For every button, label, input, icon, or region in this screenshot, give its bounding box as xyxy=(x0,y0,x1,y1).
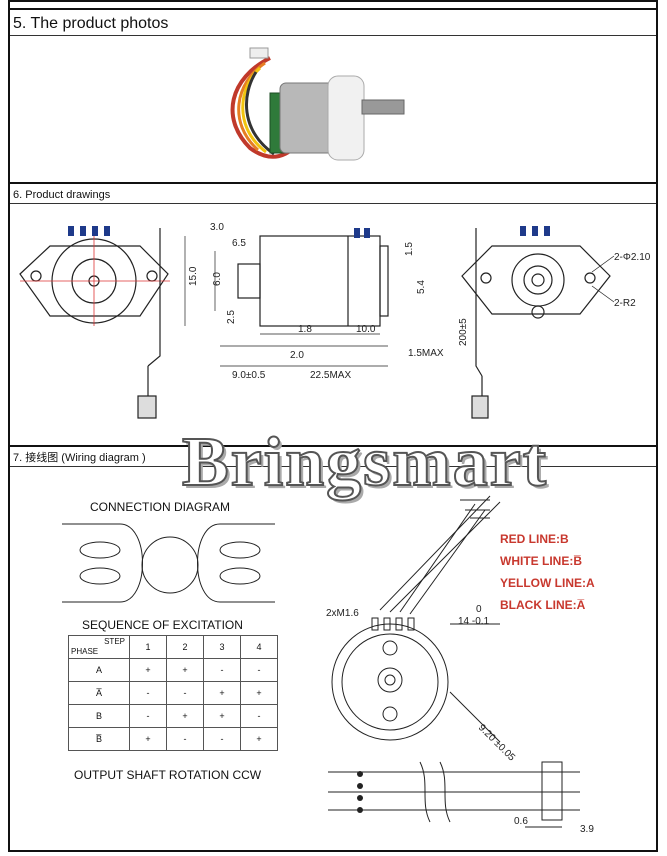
table-cell: - xyxy=(240,658,278,682)
table-cell: - xyxy=(129,681,167,705)
dim-0-6: 0.6 xyxy=(514,816,528,827)
table-cell: + xyxy=(166,658,204,682)
dim-1-8: 1.8 xyxy=(298,324,312,335)
wire-label-black: BLACK LINE:A̅ xyxy=(500,598,586,612)
sequence-title: SEQUENCE OF EXCITATION xyxy=(82,618,243,632)
product-drawing: 6.5 3.0 15.0 6.0 2.5 1.8 10.0 2.0 9.0±0.… xyxy=(19,222,651,419)
table-row: B - + + - xyxy=(68,704,278,728)
dim-200: 200±5 xyxy=(458,318,469,346)
table-row: A̅ - - + + xyxy=(68,681,278,705)
phase-cell: B̅ xyxy=(68,727,130,751)
table-row: STEP PHASE 1 2 3 4 xyxy=(68,635,278,659)
section-header-photos: 5. The product photos xyxy=(10,8,656,36)
rotation-note: OUTPUT SHAFT ROTATION CCW xyxy=(74,768,262,782)
table-cell: + xyxy=(129,727,167,751)
dim-zero: 0 xyxy=(476,604,482,615)
table-cell: + xyxy=(203,681,241,705)
connection-diagram-title: CONNECTION DIAGRAM xyxy=(90,500,231,514)
dim-15-0: 15.0 xyxy=(188,266,199,286)
dim-22-5: 22.5MAX xyxy=(310,370,351,381)
table-row: A + + - - xyxy=(68,658,278,682)
step-cell: 3 xyxy=(203,635,241,659)
dim-2-0: 2.0 xyxy=(290,350,304,361)
dim-5-4: 5.4 xyxy=(416,280,427,294)
dim-dia920: 9.20 ±0.05 xyxy=(476,722,517,763)
step-cell: 2 xyxy=(166,635,204,659)
dim-dia14: 14 -0.1 xyxy=(458,616,490,627)
motor-end-drawing: 2xM1.6 0 14 -0.1 9.20 ±0.05 0.6 3.9 xyxy=(326,495,594,835)
table-cell: + xyxy=(240,681,278,705)
dim-9-0: 9.0±0.5 xyxy=(232,370,266,381)
phase-cell: A̅ xyxy=(68,681,130,705)
spec-sheet: 5. The product photos 6. Product drawing… xyxy=(8,0,658,852)
dim-1-5max: 1.5MAX xyxy=(408,348,444,359)
wire-color-legend: RED LINE:B WHITE LINE:B̅ YELLOW LINE:A B… xyxy=(500,528,595,616)
dim-2-5: 2.5 xyxy=(226,310,237,324)
table-cell: - xyxy=(166,727,204,751)
step-cell: 1 xyxy=(129,635,167,659)
wire-label-white: WHITE LINE:B̅ xyxy=(500,554,582,568)
table-row: B̅ + - - + xyxy=(68,727,278,751)
dim-3-0: 3.0 xyxy=(210,222,224,233)
dim-6-0: 6.0 xyxy=(212,272,223,286)
table-cell: - xyxy=(240,704,278,728)
wire-label-red: RED LINE:B xyxy=(500,532,569,546)
watermark: Bringsmart xyxy=(181,424,549,501)
section-header-wiring: 7. 接线图 (Wiring diagram ) xyxy=(10,445,656,467)
table-cell: + xyxy=(240,727,278,751)
table-corner: STEP PHASE xyxy=(68,635,130,659)
table-cell: - xyxy=(203,658,241,682)
product-photo xyxy=(230,47,405,161)
section-header-drawings: 6. Product drawings xyxy=(10,182,656,204)
table-cell: + xyxy=(129,658,167,682)
table-cell: + xyxy=(203,704,241,728)
step-label: STEP xyxy=(104,637,125,646)
dim-10-0: 10.0 xyxy=(356,324,376,335)
dim-1-5: 1.5 xyxy=(404,242,415,256)
dim-screw: 2xM1.6 xyxy=(326,608,359,619)
dim-3-9: 3.9 xyxy=(580,824,594,835)
excitation-table: STEP PHASE 1 2 3 4 A + + - - A̅ - - + + … xyxy=(68,635,278,751)
table-cell: - xyxy=(166,681,204,705)
wire-label-yellow: YELLOW LINE:A xyxy=(500,576,595,590)
connection-diagram xyxy=(62,523,275,603)
table-cell: - xyxy=(129,704,167,728)
table-cell: - xyxy=(203,727,241,751)
dim-6-5: 6.5 xyxy=(232,238,246,249)
phase-label: PHASE xyxy=(71,647,99,656)
phase-cell: A xyxy=(68,658,130,682)
dim-2-r2: 2-R2 xyxy=(614,298,636,309)
dim-2-d210: 2-Φ2.10 xyxy=(614,252,651,263)
phase-cell: B xyxy=(68,704,130,728)
table-cell: + xyxy=(166,704,204,728)
step-cell: 4 xyxy=(240,635,278,659)
